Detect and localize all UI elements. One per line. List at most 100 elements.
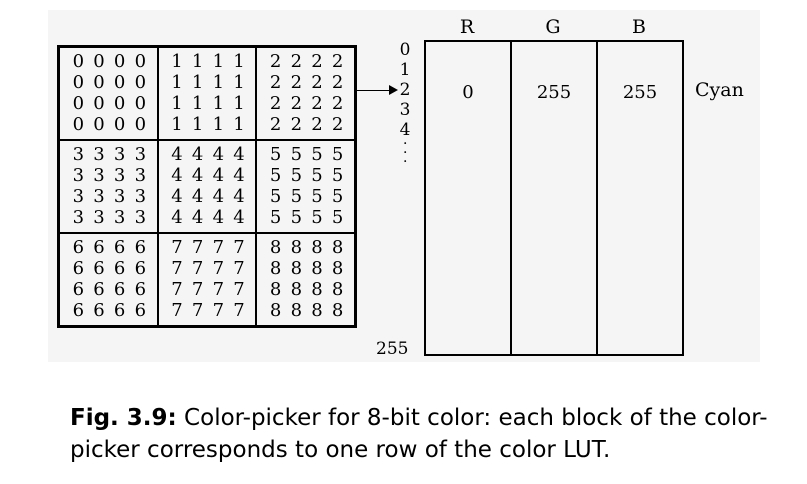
picker-cell: 8 [311,299,323,321]
picker-cell: 0 [72,92,85,114]
picker-cell: 4 [212,165,225,187]
picker-cell: 7 [233,299,245,321]
picker-cell: 2 [331,51,344,73]
picker-cell: 2 [331,92,344,114]
picker-cell: 7 [191,258,204,280]
picker-cell: 7 [212,258,225,280]
arrow-head-icon [389,85,398,95]
picker-cell: 2 [290,51,303,73]
picker-cell: 0 [72,72,85,94]
picker-cell: 2 [269,51,282,73]
lut-column-g: 255 [510,42,596,354]
picker-cell: 2 [311,92,323,114]
picker-cell: 6 [113,237,126,259]
picker-cell: 3 [72,185,85,207]
picker-cell: 8 [331,299,344,321]
picker-cell: 5 [290,165,303,187]
picker-cell: 0 [93,92,105,114]
picker-cell: 4 [233,206,245,228]
picker-cell: 5 [311,144,323,166]
picker-cell: 6 [113,299,126,321]
picker-cell: 4 [233,165,245,187]
picker-cell: 3 [72,165,85,187]
picker-cell: 3 [113,185,126,207]
picker-cell: 5 [311,185,323,207]
picker-cell: 1 [171,92,183,114]
picker-cell: 6 [113,258,126,280]
picker-cell: 8 [290,299,303,321]
picker-cell: 7 [171,237,183,259]
picker-cell: 0 [113,113,126,135]
picker-cell: 4 [171,206,183,228]
picker-cell: 5 [290,206,303,228]
picker-cell: 4 [212,185,225,207]
picker-cell: 2 [290,113,303,135]
picker-cell: 4 [171,165,183,187]
lut-index-4: 4 [399,120,411,140]
picker-cell: 7 [233,278,245,300]
picker-cell: 1 [233,72,245,94]
picker-cell: 6 [93,278,105,300]
caption-text: Color-picker for 8-bit color: each block… [70,405,768,463]
picker-cell: 7 [233,237,245,259]
picker-cell: 3 [134,206,147,228]
picker-cell: 1 [212,51,225,73]
lut-header-b: B [632,16,646,38]
picker-cell: 3 [113,144,126,166]
picker-cell: 3 [93,144,105,166]
picker-cell: 8 [331,278,344,300]
picker-cell: 1 [233,92,245,114]
picker-cell: 7 [191,237,204,259]
picker-cell: 6 [134,278,147,300]
picker-cell: 1 [191,92,204,114]
picker-cell: 3 [134,185,147,207]
picker-cell: 5 [269,185,282,207]
picker-cell: 2 [269,72,282,94]
picker-cell: 4 [191,144,204,166]
picker-cell: 8 [311,278,323,300]
ellipsis-icon: ··· [403,136,408,170]
picker-cell: 5 [290,144,303,166]
picker-cell: 0 [93,51,105,73]
picker-cell: 1 [171,72,183,94]
picker-cell: 1 [233,51,245,73]
picker-cell: 4 [171,144,183,166]
picker-cell: 0 [134,113,147,135]
picker-cell: 4 [212,144,225,166]
lut-index-0: 0 [399,40,411,60]
picker-cell: 1 [212,72,225,94]
picker-cell: 4 [191,185,204,207]
picker-cell: 6 [134,237,147,259]
picker-cell: 4 [191,165,204,187]
picker-cell: 2 [290,92,303,114]
picker-cell: 2 [290,72,303,94]
lut-value-g: 255 [536,82,572,103]
picker-cell: 7 [212,237,225,259]
picker-cell: 3 [134,165,147,187]
picker-cell: 2 [311,51,323,73]
picker-cell: 1 [212,92,225,114]
lut-header-r: R [459,16,475,38]
picker-cell: 7 [191,299,204,321]
picker-cell: 0 [134,92,147,114]
picker-cell: 4 [212,206,225,228]
lut-index-2: 2 [399,80,411,100]
picker-cell: 8 [290,237,303,259]
picker-cell: 8 [311,237,323,259]
picker-cell: 3 [72,206,85,228]
picker-cell: 2 [269,92,282,114]
color-lut-table: 0 255 255 [424,40,684,356]
picker-cell: 6 [72,278,85,300]
picker-cell: 3 [93,206,105,228]
picker-cell: 7 [212,299,225,321]
picker-cell: 7 [171,278,183,300]
picker-cell: 0 [93,72,105,94]
picker-cell: 4 [191,206,204,228]
picker-cell: 2 [331,113,344,135]
